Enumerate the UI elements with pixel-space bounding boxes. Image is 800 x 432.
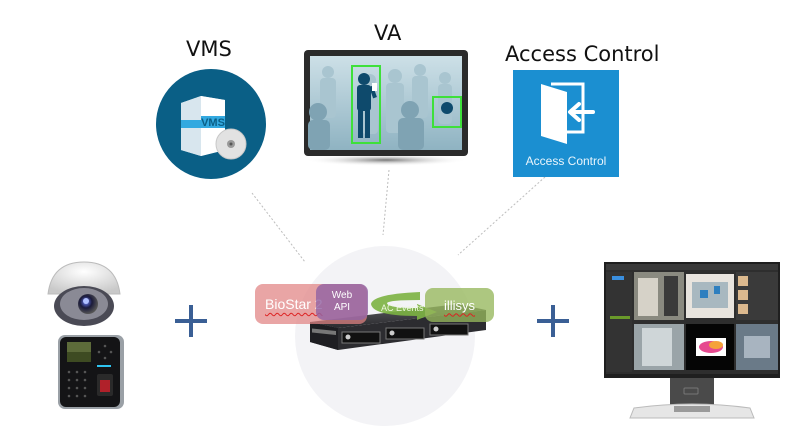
vms-node[interactable]: VMS — [155, 68, 267, 180]
web-api-label-line1: Web — [331, 290, 353, 301]
ac-events-arrow: AC Events — [365, 290, 445, 320]
va-node[interactable] — [300, 50, 472, 170]
web-api-label-line2: API — [333, 302, 351, 313]
access-control-caption: Access Control — [525, 154, 607, 168]
vms-client-monitor[interactable] — [604, 262, 780, 420]
ac-events-label: AC Events — [381, 303, 424, 313]
monitor-vms-client-icon — [604, 262, 780, 419]
access-control-door-icon — [541, 82, 595, 144]
access-control-title: Access Control — [505, 42, 660, 66]
connector-va — [382, 169, 390, 236]
dome-camera[interactable] — [44, 258, 124, 330]
dome-camera-icon — [47, 261, 121, 326]
va-detection-box-1 — [351, 65, 381, 144]
illisys-label: illisys — [443, 297, 476, 313]
vms-software-box-icon: VMS — [156, 69, 266, 179]
connector-access-control — [457, 176, 546, 256]
video-analytics-monitor-icon — [304, 50, 468, 166]
access-control-node[interactable]: Access Control — [513, 70, 619, 177]
vms-title: VMS — [186, 37, 232, 61]
connector-vms — [251, 192, 306, 263]
web-api-box[interactable]: Web API — [316, 284, 368, 320]
biostar-2-label: BioStar 2 — [265, 296, 323, 312]
plus-left-icon — [175, 305, 207, 337]
access-terminal[interactable] — [57, 334, 125, 410]
svg-text:VMS: VMS — [201, 117, 225, 129]
va-title: VA — [374, 21, 402, 45]
access-terminal-icon — [58, 335, 124, 409]
curved-arrow-icon — [371, 292, 437, 320]
va-detection-box-2 — [432, 96, 462, 128]
illisys-box[interactable]: illisys — [425, 288, 494, 322]
plus-right-icon — [537, 305, 569, 337]
